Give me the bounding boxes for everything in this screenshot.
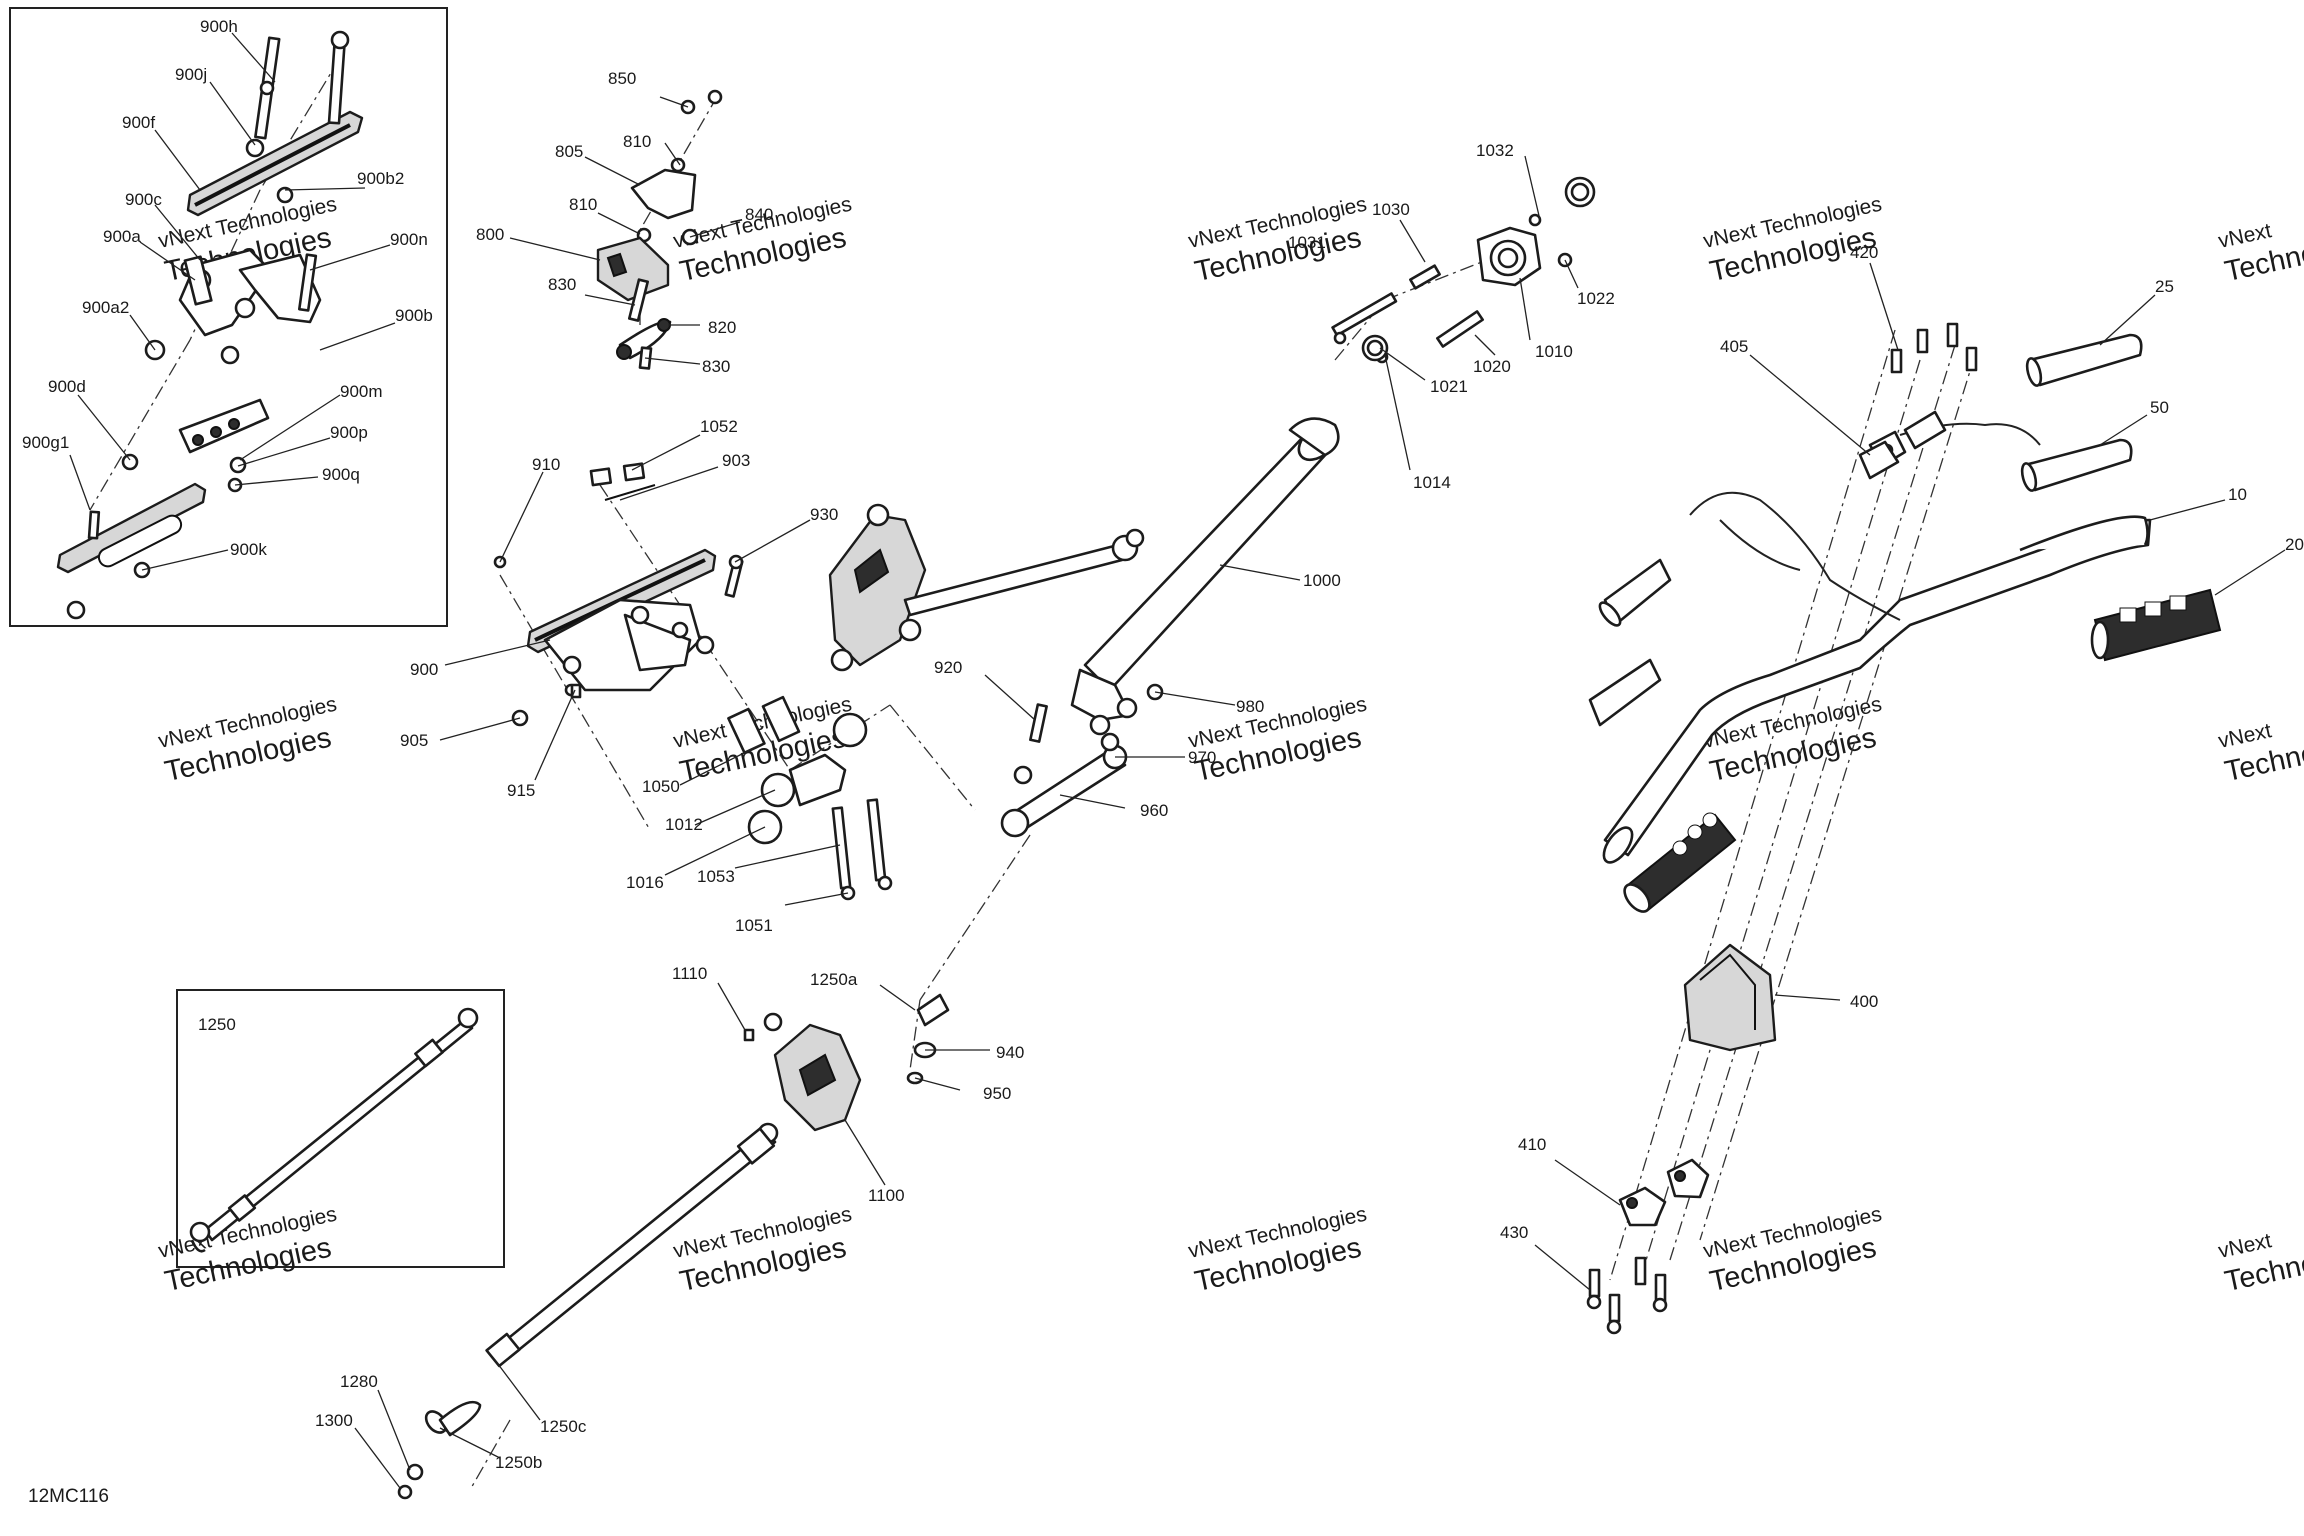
callout-900a: 900a [103,227,141,246]
callout-1110: 1110 [672,964,707,983]
drawing-code: 12MC116 [28,1486,109,1507]
callout-1032: 1032 [1476,141,1514,160]
callout-915: 915 [507,781,535,800]
callout-1250c: 1250c [540,1417,587,1436]
callout-900n: 900n [390,230,428,249]
pitman-arm-930 [828,503,1145,672]
callout-1014: 1014 [1413,473,1451,492]
callout-1250a: 1250a [810,970,858,989]
column-clamp-1010 [1331,176,1596,364]
callout-940: 940 [996,1043,1024,1062]
callout-900j: 900j [175,65,207,84]
callout-900a2: 900a2 [82,298,129,317]
callout-1052: 1052 [700,417,738,436]
callout-830b: 830 [702,357,730,376]
callout-1051: 1051 [735,916,773,935]
callout-1020: 1020 [1473,357,1511,376]
callout-1016: 1016 [626,873,664,892]
callout-1030: 1030 [1372,200,1410,219]
callout-920: 920 [934,658,962,677]
callout-820: 820 [708,318,736,337]
callout-900p: 900p [330,423,368,442]
steering-arm-1100 [743,993,950,1132]
callout-810a: 810 [623,132,651,151]
grip-heater-50 [2020,438,2133,492]
callout-1053: 1053 [697,867,735,886]
callout-800: 800 [476,225,504,244]
riser-clamp-410 [1586,1158,1710,1335]
callout-900d: 900d [48,377,86,396]
callout-50: 50 [2150,398,2169,417]
riser-400 [1683,943,1777,1052]
callout-900f: 900f [122,113,155,132]
tension-bar-1250-inset [189,1007,479,1253]
callout-903: 903 [722,451,750,470]
callout-900: 900 [410,660,438,679]
callout-900q: 900q [322,465,360,484]
callout-1022: 1022 [1577,289,1615,308]
grip-heater-25 [2025,333,2143,387]
handlebar-10 [1602,515,2152,864]
inset-box-1250 [176,989,505,1268]
leader-lines [69,32,2286,1489]
callout-900m: 900m [340,382,383,401]
bracket-900-main [493,462,893,901]
callout-830a: 830 [548,275,576,294]
callout-1031: 1031 [1288,233,1326,252]
callout-400: 400 [1850,992,1878,1011]
tension-bar-1250 [397,1122,779,1500]
handlebar-clamp-405 [1858,322,1978,480]
callout-930: 930 [810,505,838,524]
callout-420: 420 [1850,243,1878,262]
callout-900b: 900b [395,306,433,325]
inset-box-900 [9,7,448,627]
callout-1000: 1000 [1303,571,1341,590]
callout-1250b: 1250b [495,1453,542,1472]
callout-1300: 1300 [315,1411,353,1430]
callout-970: 970 [1188,748,1216,767]
callout-810b: 810 [569,195,597,214]
steering-column-1000 [1000,417,1340,838]
bracket-assembly-900-inset [56,30,364,620]
callout-840: 840 [745,205,773,224]
assembly-lines [89,57,1976,1491]
callout-900g1: 900g1 [22,433,69,452]
callout-20: 20 [2285,535,2304,554]
callout-1021: 1021 [1430,377,1468,396]
callout-960: 960 [1140,801,1168,820]
callout-1100: 1100 [868,1186,905,1205]
callout-900k: 900k [230,540,267,559]
callout-1280: 1280 [340,1372,378,1391]
callout-980: 980 [1236,697,1264,716]
callout-430: 430 [1500,1223,1528,1242]
callout-1012: 1012 [665,815,703,834]
callout-405: 405 [1720,337,1748,356]
throttle-grip-20 [2090,588,2222,662]
callout-850: 850 [608,69,636,88]
callout-10: 10 [2228,485,2247,504]
callout-labels: 900h 900j 900f 900c 900b2 900a 900n 900a… [22,17,2304,1507]
inset-label-1250: 1250 [198,1015,236,1034]
callout-1010: 1010 [1535,342,1573,361]
callout-1050: 1050 [642,777,680,796]
callout-905: 905 [400,731,428,750]
callout-410: 410 [1518,1135,1546,1154]
left-grip [1623,812,1737,913]
handlebar-harness-420 [1588,410,2041,727]
callout-950: 950 [983,1084,1011,1103]
callout-900h: 900h [200,17,238,36]
callout-25: 25 [2155,277,2174,296]
callout-900b2: 900b2 [357,169,404,188]
callout-910: 910 [532,455,560,474]
bracket-800-group [596,89,723,370]
callout-805: 805 [555,142,583,161]
callout-900c: 900c [125,190,162,209]
